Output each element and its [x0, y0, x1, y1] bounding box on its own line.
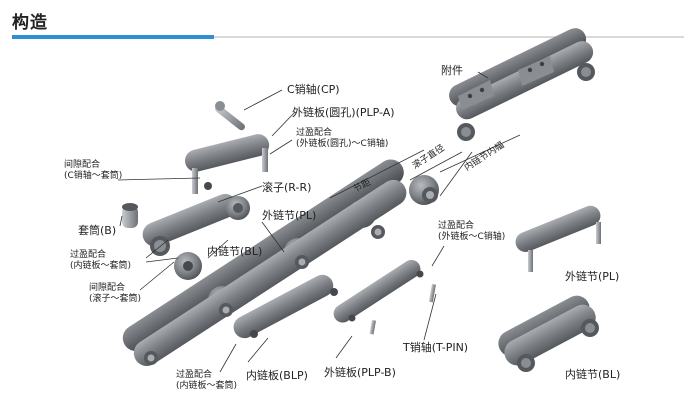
- main-chain-assembly: [122, 159, 439, 367]
- label-interference-fit-4: 过盈配合 (内链板～套筒): [176, 370, 237, 392]
- label-interference-fit-3: 过盈配合 (外链板～C销轴): [438, 221, 505, 243]
- label-clearance-fit-1-line2: (C销轴～套筒): [64, 171, 123, 181]
- label-outer-link-center: 外链节(PL): [262, 209, 317, 222]
- t-pin-part: [369, 284, 436, 335]
- label-outer-plate-round: 外链板(圆孔)(PLP-A): [292, 106, 395, 119]
- inner-plate-part: [233, 274, 338, 339]
- label-roller: 滚子(R-R): [262, 181, 312, 194]
- outer-plate-round-part: [185, 134, 270, 194]
- label-interference-fit-4-line1: 过盈配合: [176, 370, 213, 380]
- label-interference-fit-2-line1: 过盈配合: [70, 250, 107, 260]
- label-interference-fit-1-line2: (外链板(圆孔)～C销轴): [296, 139, 389, 149]
- page-title: 构造: [12, 13, 48, 33]
- label-t-pin: T销轴(T-PIN): [403, 341, 469, 354]
- dimension-lines: [329, 134, 521, 199]
- label-interference-fit-2-line2: (内链板～套筒): [70, 261, 132, 271]
- label-inner-plate: 内链板(BLP): [246, 369, 308, 382]
- label-interference-fit-2: 过盈配合 (内链板～套筒): [70, 250, 131, 272]
- roller-part: [174, 252, 202, 280]
- label-clearance-fit-2-line1: 间隙配合: [89, 283, 126, 293]
- label-interference-fit-3-line2: (外链板～C销轴): [438, 232, 506, 242]
- label-outer-link-right: 外链节(PL): [565, 270, 620, 283]
- label-outer-plate: 外链板(PLP-B): [324, 366, 396, 379]
- outer-link-part-left: [142, 193, 250, 256]
- label-clearance-fit-1: 间隙配合 (C销轴～套筒): [64, 160, 122, 182]
- outer-plate-part: [333, 259, 424, 323]
- title-underline-rule: [214, 36, 684, 38]
- leader-lines: [117, 71, 489, 373]
- c-pin-part: [215, 101, 245, 131]
- label-c-pin: C销轴(CP): [287, 83, 340, 96]
- label-interference-fit-1-line1: 过盈配合: [296, 128, 333, 138]
- label-interference-fit-1: 过盈配合 (外链板(圆孔)～C销轴): [296, 128, 388, 150]
- inner-link-part-right: [498, 295, 599, 372]
- title-underline-accent: [12, 35, 214, 39]
- attachment-chain-segment: [449, 28, 595, 141]
- label-bushing: 套筒(B): [78, 224, 117, 237]
- label-attachment: 附件: [441, 64, 463, 77]
- label-clearance-fit-2-line2: (滚子～套筒): [89, 294, 142, 304]
- label-inner-link-center: 内链节(BL): [207, 245, 263, 258]
- bushing-part: [122, 203, 138, 228]
- label-clearance-fit-2: 间隙配合 (滚子～套筒): [89, 283, 141, 305]
- label-interference-fit-4-line2: (内链板～套筒): [176, 381, 238, 391]
- label-inner-link-right: 内链节(BL): [565, 368, 621, 381]
- outer-link-part-right: [515, 205, 601, 272]
- label-clearance-fit-1-line1: 间隙配合: [64, 160, 101, 170]
- label-interference-fit-3-line1: 过盈配合: [438, 221, 475, 231]
